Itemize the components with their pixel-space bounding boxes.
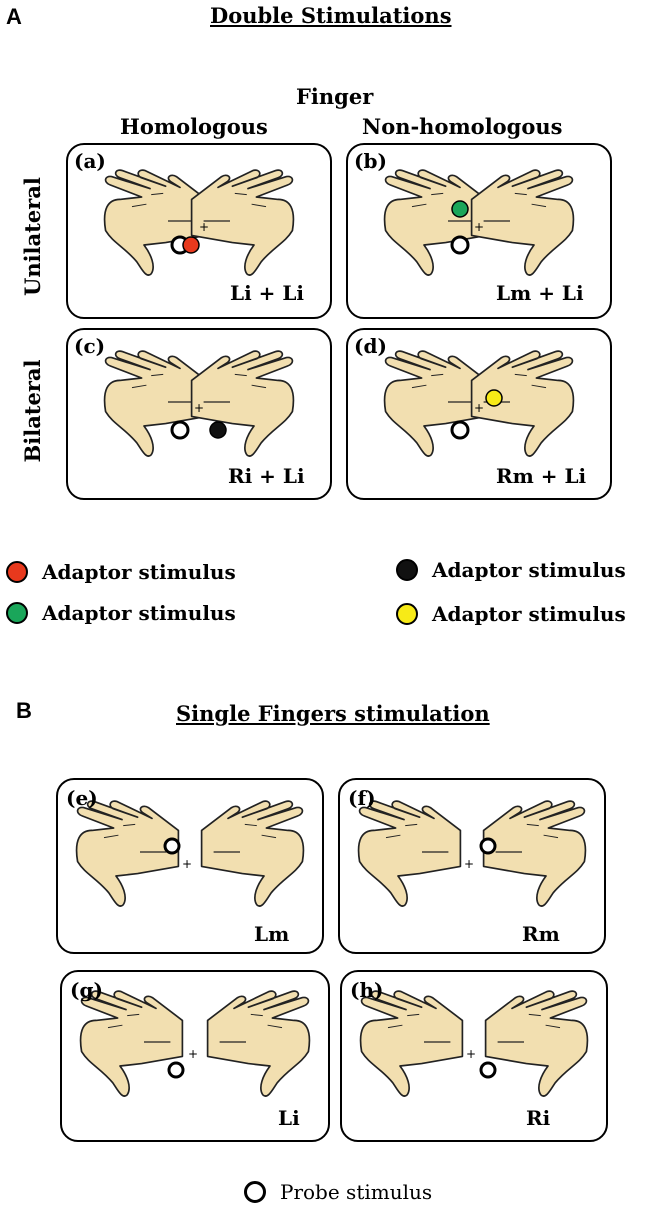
stimulus-combination: Rm [522,922,560,946]
panel-b: + (b) Lm + Li [346,143,612,319]
legend-label: Probe stimulus [280,1180,433,1204]
panel-h: + (h) Ri [340,970,608,1142]
panel-e: + (e) Lm [56,778,324,954]
adaptor-stimulus-marker [182,236,200,254]
panel-f: + (f) Rm [338,778,606,954]
row-label-unilateral: Unilateral [20,177,45,296]
legend-label: Adaptor stimulus [432,558,626,582]
panel-label: (d) [354,334,387,358]
legend-adaptor-green: Adaptor stimulus [6,601,236,625]
panel-label: (f) [348,786,376,810]
fixation-cross: + [182,857,192,871]
column-header-homologous: Homologous [120,114,268,139]
hands-illustration: + [357,800,587,907]
hands-illustration: + [103,169,295,276]
stimulus-combination: Lm [254,922,290,946]
legend-label: Adaptor stimulus [42,560,236,584]
section-b-title: Single Fingers stimulation [176,701,490,726]
hands-illustration: + [103,350,295,457]
panel-a: + (a) Li + Li [66,143,332,319]
legend-adaptor-yellow: Adaptor stimulus [396,602,626,626]
panel-label: (b) [354,149,387,173]
hands-illustration: + [359,990,589,1097]
finger-header: Finger [296,84,374,109]
green-dot-icon [6,602,28,624]
black-dot-icon [396,559,418,581]
panel-c: + (c) Ri + Li [66,328,332,500]
column-header-non-homologous: Non-homologous [362,114,563,139]
adaptor-stimulus-marker [451,200,469,218]
fixation-cross: + [199,220,209,234]
hands-illustration: + [75,800,305,907]
adaptor-stimulus-marker [209,421,227,439]
legend-adaptor-black: Adaptor stimulus [396,558,626,582]
probe-stimulus-marker [479,837,497,855]
panel-label: (e) [66,786,98,810]
stimulus-combination: Lm + Li [496,281,584,305]
panel-d: + (d) Rm + Li [346,328,612,500]
panel-label: (a) [74,149,106,173]
legend-probe: Probe stimulus [244,1180,432,1204]
hands-illustration: + [79,990,311,1097]
panel-label: (h) [350,978,384,1002]
section-a-letter: A [6,4,22,29]
legend-label: Adaptor stimulus [42,601,236,625]
stimulus-combination: Li + Li [230,281,305,305]
probe-stimulus-marker [163,837,181,855]
fixation-cross: + [194,401,204,415]
stimulus-combination: Li [278,1106,300,1130]
fixation-cross: + [466,1047,476,1061]
legend-label: Adaptor stimulus [432,602,626,626]
adaptor-stimulus-marker [485,389,503,407]
stimulus-combination: Ri [526,1106,551,1130]
probe-stimulus-marker [167,1061,185,1079]
red-dot-icon [6,561,28,583]
hands-illustration: + [383,350,575,457]
hands-illustration: + [383,169,575,276]
probe-stimulus-marker [450,420,470,440]
fixation-cross: + [474,401,484,415]
section-a-title: Double Stimulations [210,3,452,28]
probe-stimulus-marker [170,420,190,440]
probe-stimulus-marker [479,1061,497,1079]
panel-label: (c) [74,334,106,358]
fixation-cross: + [474,220,484,234]
yellow-dot-icon [396,603,418,625]
probe-circle-icon [244,1181,266,1203]
probe-stimulus-marker [450,235,470,255]
fixation-cross: + [188,1047,198,1061]
section-b-letter: B [16,698,32,723]
row-label-bilateral: Bilateral [20,359,45,463]
legend-adaptor-red: Adaptor stimulus [6,560,236,584]
stimulus-combination: Rm + Li [496,464,587,488]
fixation-cross: + [464,857,474,871]
stimulus-combination: Ri + Li [228,464,305,488]
panel-label: (g) [70,978,103,1002]
panel-g: + (g) Li [60,970,330,1142]
